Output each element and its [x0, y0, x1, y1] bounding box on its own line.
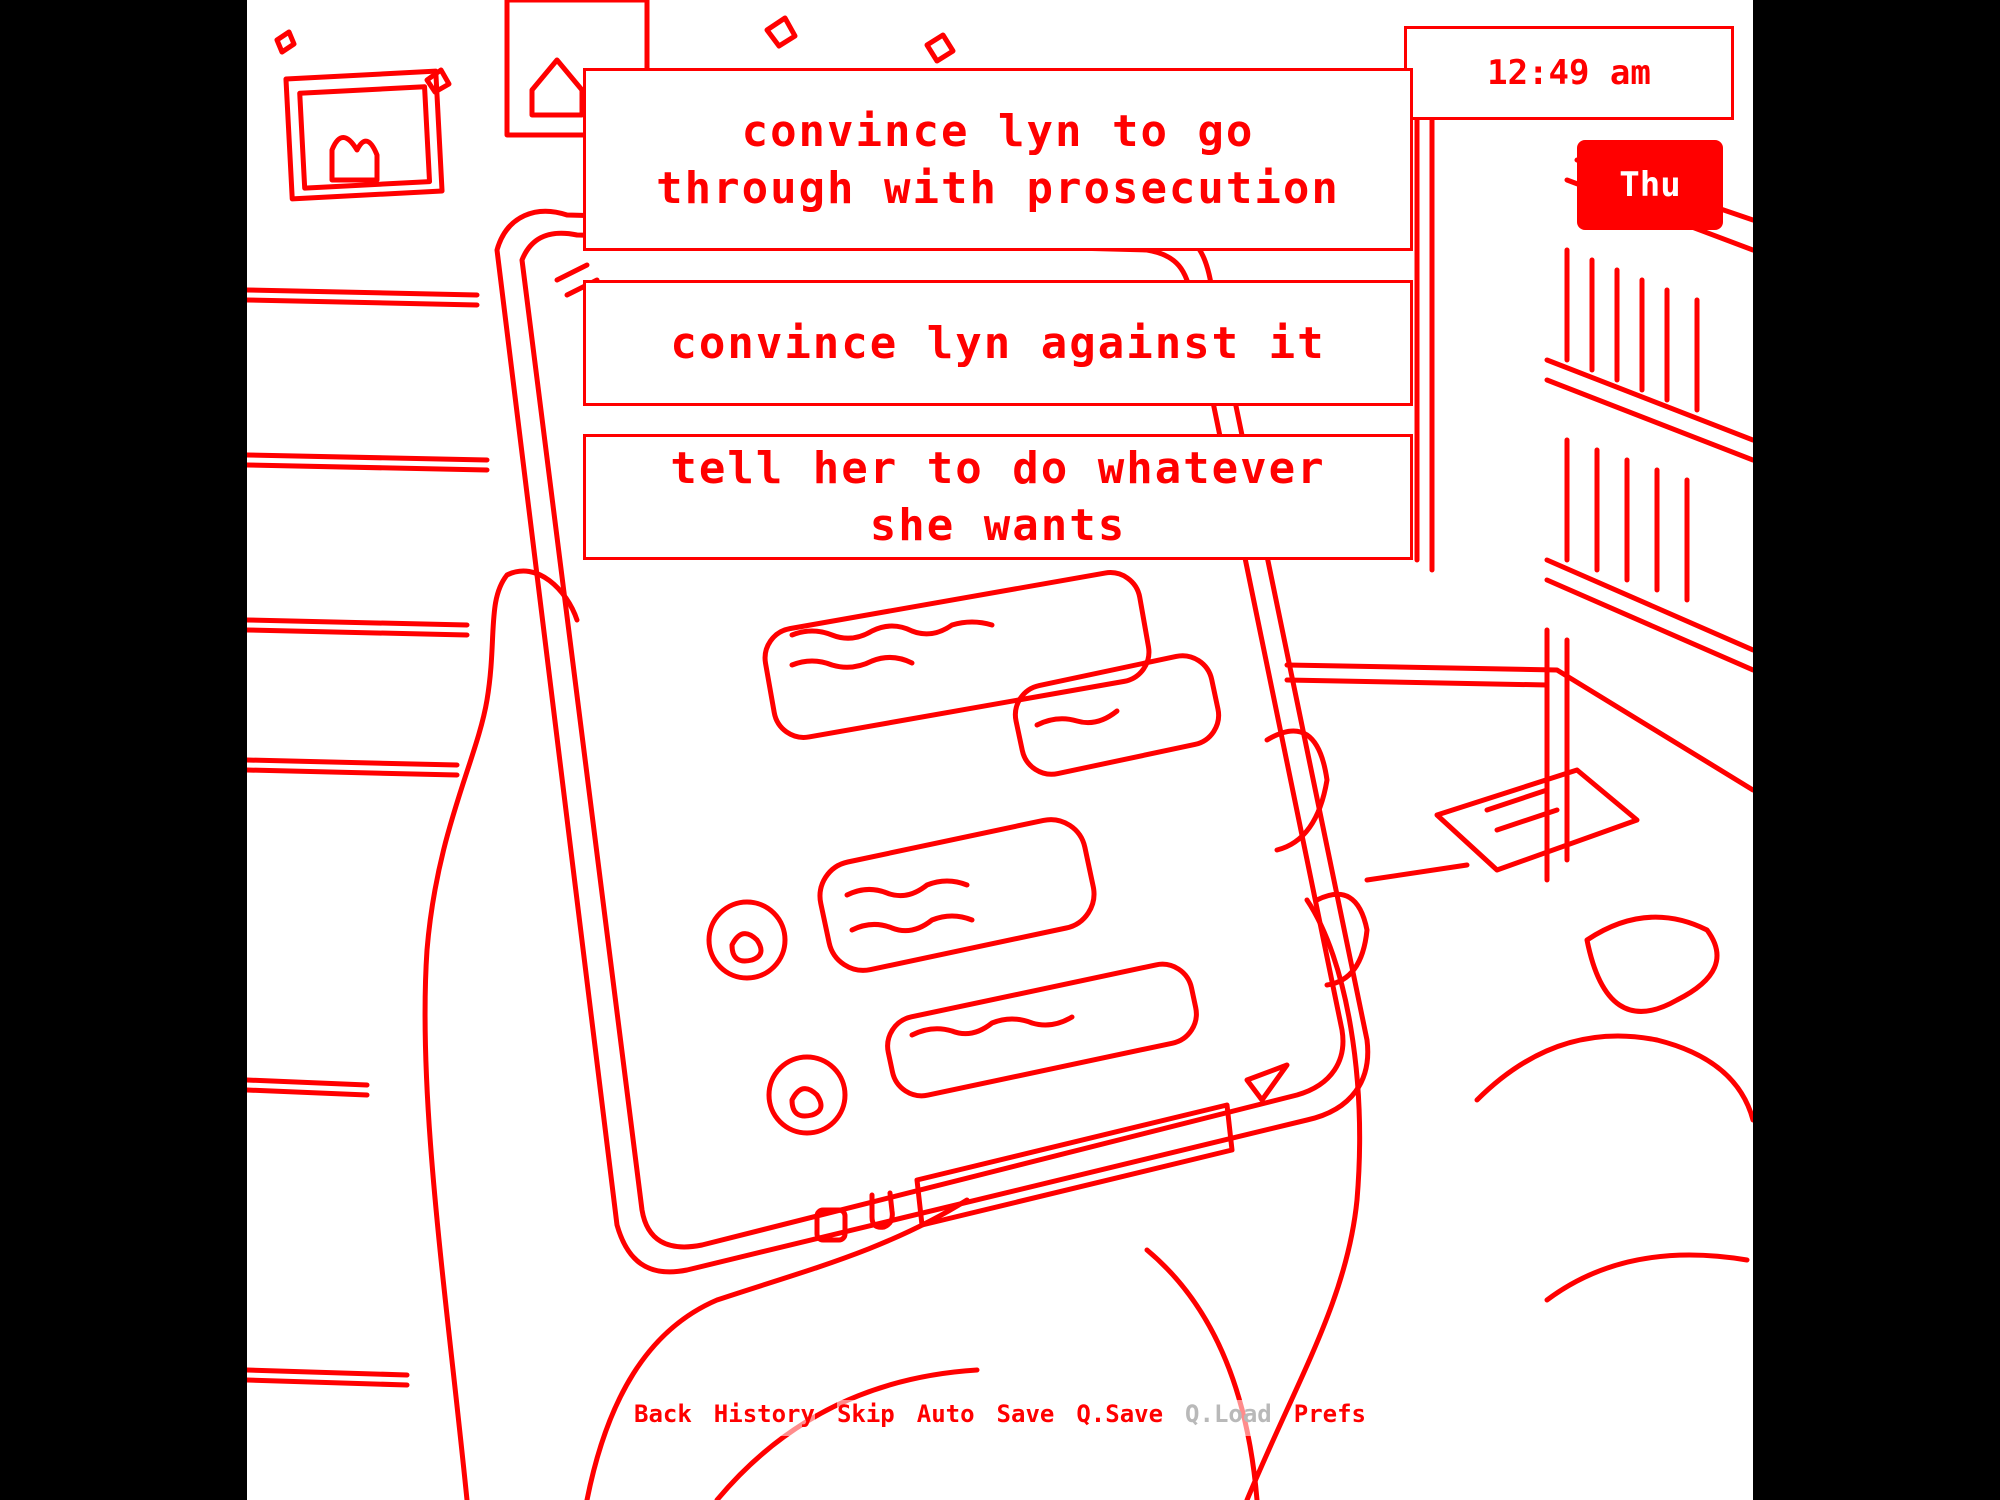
choice-button-prosecution[interactable]: convince lyn to go through with prosecut…: [583, 68, 1413, 251]
quick-menu-back[interactable]: Back: [634, 1400, 692, 1436]
time-display: 12:49 am: [1404, 26, 1734, 120]
quick-menu: Back History Skip Auto Save Q.Save Q.Loa…: [247, 1400, 1753, 1436]
quick-menu-qsave[interactable]: Q.Save: [1076, 1400, 1164, 1436]
choice-button-whatever[interactable]: tell her to do whatever she wants: [583, 434, 1413, 560]
quick-menu-save[interactable]: Save: [996, 1400, 1055, 1436]
phone: [494, 208, 1371, 1275]
quick-menu-prefs[interactable]: Prefs: [1293, 1400, 1366, 1436]
quick-menu-skip[interactable]: Skip: [836, 1400, 895, 1436]
hand: [422, 568, 1370, 1500]
choice-label: tell her to do whatever she wants: [670, 443, 1326, 551]
time-text: 12:49 am: [1487, 53, 1651, 93]
desk: [1284, 662, 1753, 1303]
day-text: Thu: [1619, 165, 1681, 205]
choice-label: convince lyn against it: [670, 317, 1326, 369]
quick-menu-auto[interactable]: Auto: [916, 1400, 975, 1436]
quick-menu-history[interactable]: History: [713, 1400, 815, 1436]
quick-menu-qload: Q.Load: [1185, 1400, 1272, 1436]
left-wall-shelves: [247, 287, 490, 1388]
game-stage: 12:49 am Thu convince lyn to go through …: [247, 0, 1753, 1500]
background-scene: [247, 0, 1753, 1500]
choice-button-against[interactable]: convince lyn against it: [583, 280, 1413, 406]
wall-frames: [274, 0, 956, 202]
day-badge: Thu: [1577, 140, 1723, 230]
choice-label: convince lyn to go through with prosecut…: [656, 105, 1340, 214]
